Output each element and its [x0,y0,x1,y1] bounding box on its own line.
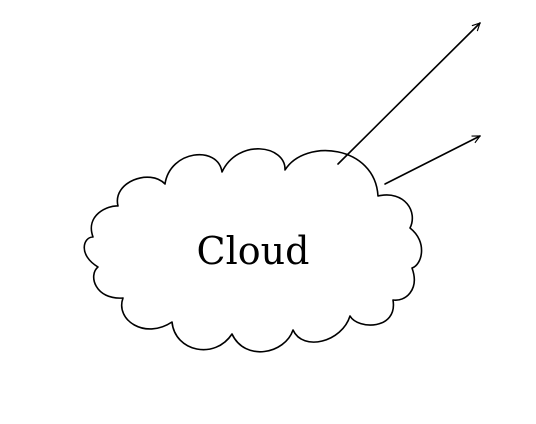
arrow-upper [337,22,481,165]
cloud-shape [83,148,423,353]
arrow-lower [384,135,481,185]
cloud-label: Cloud [197,229,310,273]
